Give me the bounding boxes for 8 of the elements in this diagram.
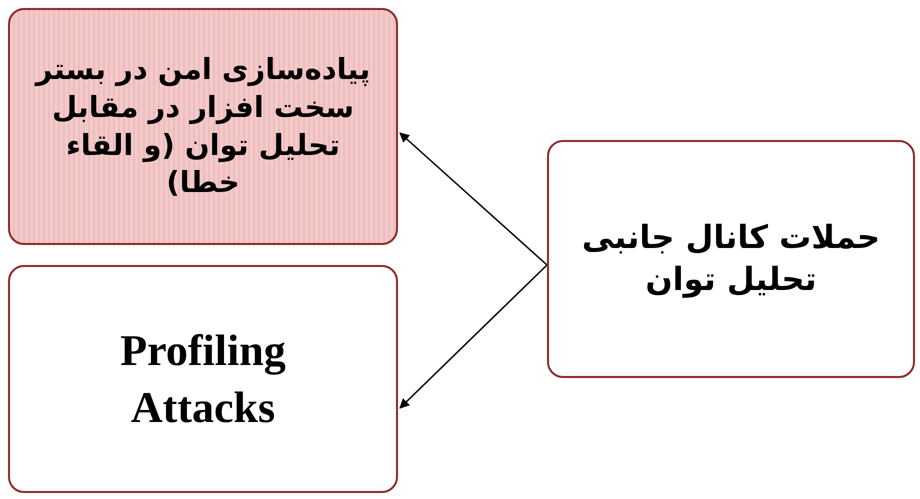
process-box: [8, 265, 398, 493]
process-box: [547, 140, 915, 378]
arrow: [399, 264, 548, 409]
node-label: حملات کانال جانبی تحلیل توان: [580, 217, 882, 300]
node-label: پیاده‌سازی امن در بستر سخت افزار در مقابل تحلیل توان (و القاء خطا): [34, 51, 372, 202]
arrow: [399, 132, 548, 266]
process-box: [8, 8, 398, 245]
node-label: Profiling Attacks: [119, 324, 287, 434]
